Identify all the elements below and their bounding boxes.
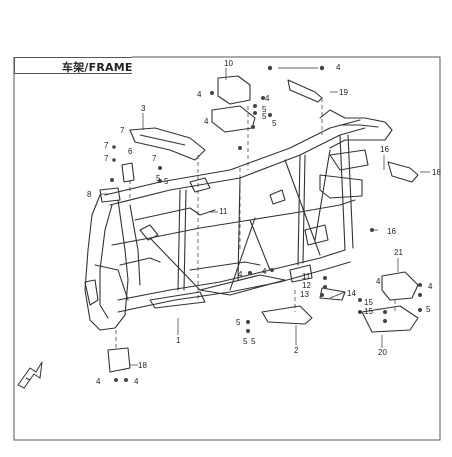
callout-8: 8	[87, 190, 92, 199]
callout-14: 14	[347, 289, 356, 298]
front-direction-arrow-icon	[17, 361, 43, 389]
fasteners	[110, 65, 422, 382]
diagram-border	[13, 56, 441, 441]
callout-7: 7	[120, 126, 125, 135]
callout-15b: 15	[364, 307, 373, 316]
callout-7d: 7	[152, 154, 157, 163]
page-title: 车架/FRAME	[62, 61, 133, 74]
title-box	[14, 57, 132, 74]
callout-4a: 4	[336, 63, 341, 72]
callout-4h: 4	[428, 282, 433, 291]
part-19-bracket	[107, 347, 131, 373]
callout-10: 10	[224, 59, 233, 68]
separate-parts	[99, 75, 419, 373]
leader-lines	[100, 67, 430, 366]
callout-5f: 5	[426, 305, 431, 314]
callout-16a: 16	[380, 145, 389, 154]
part-2-crossmember	[261, 305, 313, 325]
callout-3: 3	[141, 104, 146, 113]
callout-16b: 16	[387, 227, 396, 236]
part-6-clip	[121, 162, 135, 183]
part-3-bracket	[129, 127, 206, 161]
callout-4e: 4	[238, 270, 243, 279]
callout-5d: 5	[156, 174, 161, 183]
callout-20: 20	[378, 348, 387, 357]
callout-5e: 5	[164, 177, 169, 186]
callout-7b: 7	[104, 141, 109, 150]
callout-11b: 11	[302, 272, 311, 281]
callout-18: 19	[339, 88, 348, 97]
callout-17: 18	[432, 168, 441, 177]
part-10-lower	[211, 105, 256, 133]
part-21-mount	[381, 271, 419, 301]
callout-4i: 4	[96, 377, 101, 386]
callout-5a: 5	[262, 105, 267, 114]
callout-5c: 5	[272, 119, 277, 128]
callout-5i: 5	[251, 337, 256, 346]
callout-13: 13	[300, 290, 309, 299]
callout-7c: 7	[104, 154, 109, 163]
callout-12: 12	[302, 281, 311, 290]
callout-4j: 4	[134, 377, 139, 386]
callout-4f: 4	[262, 267, 267, 276]
part-14-stay	[319, 287, 346, 301]
part-10-mount	[217, 75, 251, 105]
callout-5b: 5	[262, 112, 267, 121]
callout-5g: 5	[236, 318, 241, 327]
part-20-bracket	[361, 305, 419, 333]
callout-21: 21	[394, 248, 403, 257]
callout-19: 18	[138, 361, 147, 370]
callout-5h: 5	[243, 337, 248, 346]
callout-labels: 3 10 4 19 4 4 5 5 4 5 7 7 7 6 7 5 5 8 16…	[87, 59, 441, 386]
callout-4d: 4	[204, 117, 209, 126]
callout-1: 1	[176, 336, 181, 345]
callout-4b: 4	[197, 90, 202, 99]
callout-4c: 4	[265, 94, 270, 103]
callout-11a: 11	[219, 207, 228, 216]
callout-6: 6	[128, 147, 133, 156]
frame-main	[84, 109, 393, 331]
part-18-rod	[287, 79, 323, 103]
part-17-bracket	[387, 161, 419, 183]
guide-lines	[115, 98, 396, 350]
callout-2: 2	[294, 346, 299, 355]
callout-15a: 15	[364, 298, 373, 307]
part-8-plate	[99, 187, 121, 203]
callout-4g: 4	[376, 277, 381, 286]
